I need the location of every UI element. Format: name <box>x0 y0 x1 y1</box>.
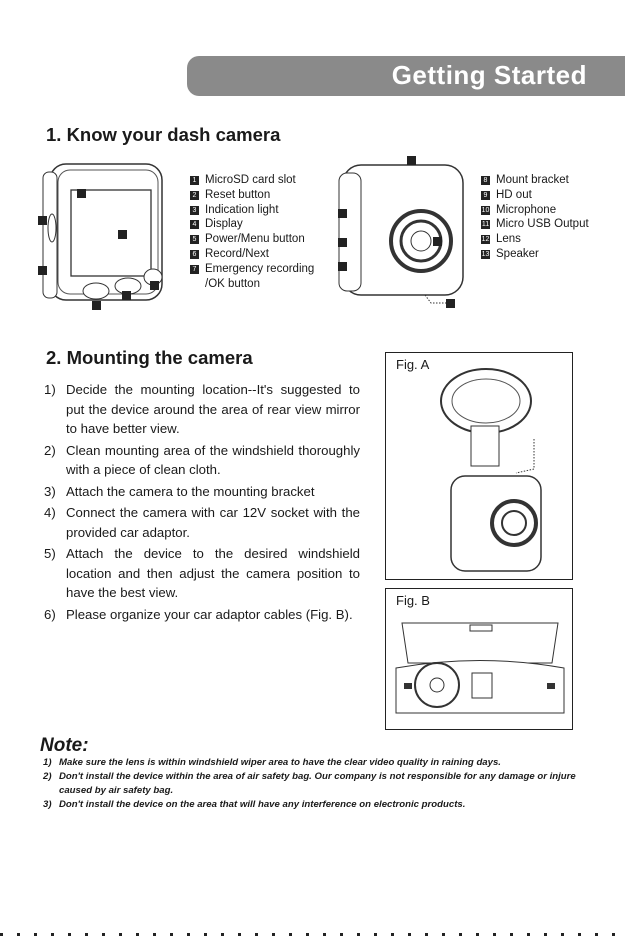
section-2-title: 2. Mounting the camera <box>46 347 253 368</box>
note-title: Note: <box>40 735 89 756</box>
camera-front-illustration <box>38 163 163 310</box>
step-item: 4)Connect the camera with car 12V socket… <box>44 505 360 540</box>
camera-back-illustration <box>338 156 464 308</box>
figure-a: Fig. A <box>385 352 573 580</box>
note-item: 1)Make sure the lens is within windshiel… <box>43 757 501 768</box>
figure-a-label: Fig. A <box>396 357 430 372</box>
figure-b: Fig. B <box>385 588 573 730</box>
note-list: 1)Make sure the lens is within windshiel… <box>43 756 603 812</box>
note-item: 3)Don't install the device on the area t… <box>43 799 466 810</box>
car-dashboard-illustration <box>395 622 565 714</box>
mounting-steps: 1)Decide the mounting location--It's sug… <box>44 380 360 626</box>
note-item: 2)Don't install the device within the ar… <box>43 771 576 796</box>
step-item: 3)Attach the camera to the mounting brac… <box>44 483 315 499</box>
page-title: Getting Started <box>391 60 587 90</box>
step-item: 2)Clean mounting area of the windshield … <box>44 442 360 478</box>
page-edge-artifact <box>0 933 625 936</box>
mount-bracket-illustration <box>440 368 542 572</box>
figure-b-label: Fig. B <box>396 593 430 608</box>
step-item: 5)Attach the device to the desired winds… <box>44 546 360 600</box>
step-item: 6)Please organize your car adaptor cable… <box>44 606 353 622</box>
header-banner: Getting Started <box>187 56 625 96</box>
section-1-title: 1. Know your dash camera <box>46 124 281 145</box>
step-item: 1)Decide the mounting location--It's sug… <box>44 382 360 436</box>
